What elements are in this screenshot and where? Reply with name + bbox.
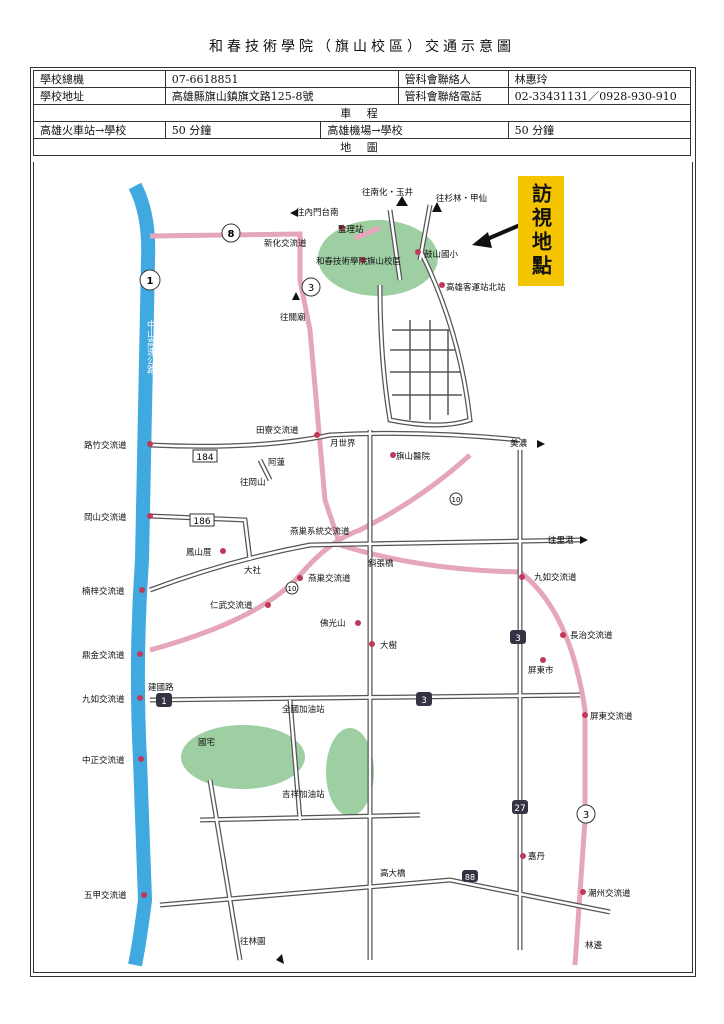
qishan-campus-area [318,220,438,296]
direction-arrows [276,196,588,964]
visit-location-callout: 訪視地點 [518,176,564,286]
svg-text:88: 88 [465,873,475,882]
svg-text:新化交流道: 新化交流道 [264,238,307,249]
address: 高雄縣旗山鎮旗文路125-8號 [164,87,399,105]
svg-text:3: 3 [308,283,314,294]
svg-text:1: 1 [161,697,167,707]
svg-text:燕巢交流道: 燕巢交流道 [308,573,351,584]
local-roads-fill [149,204,611,961]
svg-text:往林園: 往林園 [240,936,266,947]
svg-text:林邊: 林邊 [585,940,603,951]
svg-text:岡山交流道: 岡山交流道 [84,512,127,523]
svg-text:往關廟: 往關廟 [280,312,306,323]
svg-text:九如交流道: 九如交流道 [82,694,125,705]
svg-text:九如交流道: 九如交流道 [534,572,577,583]
page-title: 和春技術學院（旗山校區）交通示意圖 [209,39,515,55]
map-header: 地 圖 [33,138,691,156]
svg-text:楠梓交流道: 楠梓交流道 [82,586,125,597]
svg-text:往岡山: 往岡山 [240,477,266,488]
svg-text:1: 1 [147,276,154,287]
svg-text:27: 27 [514,804,525,814]
poi-dots [137,225,588,898]
svg-text:高大橋: 高大橋 [380,868,406,879]
svg-text:屏東市: 屏東市 [528,665,554,676]
route-shields [139,223,596,882]
svg-text:186: 186 [193,517,210,527]
svg-text:阿蓮: 阿蓮 [268,457,286,468]
svg-text:屏東交流道: 屏東交流道 [590,711,633,722]
svg-text:建國路: 建國路 [148,682,174,693]
svg-text:路竹交流道: 路竹交流道 [84,440,127,451]
svg-text:仁武交流道: 仁武交流道 [210,600,253,611]
svg-text:大社: 大社 [244,565,262,576]
svg-text:斜張橋: 斜張橋 [368,558,394,569]
svg-text:旗山醫院: 旗山醫院 [396,451,431,462]
svg-text:10: 10 [288,585,297,593]
svg-text:長治交流道: 長治交流道 [570,630,613,641]
svg-text:中正交流道: 中正交流道 [82,755,125,766]
svg-text:大樹: 大樹 [380,640,398,651]
svg-text:監理站: 監理站 [338,224,364,235]
svg-text:高雄客運站北站: 高雄客運站北站 [446,282,506,293]
contact-name: 林惠玲 [507,70,692,88]
map-frame [33,162,693,973]
svg-text:8: 8 [228,229,235,240]
page-frame [30,67,696,977]
svg-text:3: 3 [515,634,521,644]
highway-1-line [128,182,156,967]
svg-text:田寮交流道: 田寮交流道 [256,425,299,436]
svg-text:鼎金交流道: 鼎金交流道 [82,650,125,661]
svg-text:往杉林・甲仙: 往杉林・甲仙 [436,193,487,204]
airport-label: 高雄機場→學校 [320,121,509,139]
svg-text:燕巢系統交流道: 燕巢系統交流道 [290,526,350,537]
svg-text:往內門台南: 往內門台南 [296,207,339,218]
highway-label: 中山高速公路 [145,319,156,375]
address-label: 學校地址 [33,87,166,105]
svg-text:全國加油站: 全國加油站 [282,704,325,715]
daliao1-campus-area [181,725,305,789]
svg-text:鼓山國小: 鼓山國小 [424,249,459,260]
svg-text:10: 10 [452,496,461,504]
svg-text:往南化・玉井: 往南化・玉井 [362,187,413,198]
svg-text:3: 3 [583,810,589,821]
svg-text:3: 3 [421,696,427,706]
svg-text:往里港: 往里港 [548,535,574,546]
svg-text:184: 184 [196,453,213,463]
svg-text:潮州交流道: 潮州交流道 [588,888,631,899]
svg-text:吉祥加油站: 吉祥加油站 [282,789,325,800]
place-labels: 路竹交流道 岡山交流道 楠梓交流道 鼎金交流道 九如交流道 中正交流道 五甲交流… [82,187,633,951]
daliao2-campus-area [326,728,374,816]
svg-text:鳳山厝: 鳳山厝 [186,547,212,558]
shield-numbers: 1 8 3 3 184 186 10 10 1 3 3 27 88 [147,229,590,882]
qishan-town-grid [390,320,462,420]
contact-phone-label: 管科會聯絡電話 [397,87,509,105]
callout-text: 訪視地點 [528,183,553,279]
svg-text:嘉丹: 嘉丹 [528,851,546,862]
svg-text:和春技術學院旗山校區: 和春技術學院旗山校區 [316,256,401,267]
svg-text:五甲交流道: 五甲交流道 [84,890,127,901]
svg-text:佛光山: 佛光山 [320,618,346,629]
svg-text:美濃: 美濃 [510,438,528,449]
info-table: 學校總機 07-6618851 管科會聯絡人 林惠玲 學校地址 高雄縣旗山鎮旗文… [33,70,692,156]
svg-text:國宅: 國宅 [198,737,215,748]
callout-arrow [472,223,521,248]
svg-text:月世界: 月世界 [330,438,356,449]
